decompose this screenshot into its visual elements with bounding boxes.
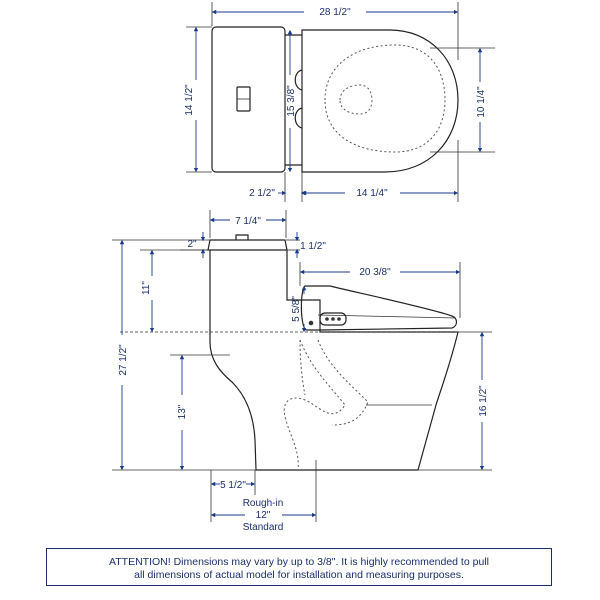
dim-overall-width: 28 1/2": [319, 7, 351, 18]
toilet-body-outline: [209, 250, 459, 471]
attention-notice: ATTENTION! Dimensions may vary by up to …: [46, 548, 552, 586]
dim-tank-depth: 14 1/2": [184, 84, 195, 116]
dim-outlet-height: 13": [177, 404, 188, 419]
bowl-dotted-outline: [324, 44, 446, 153]
trapway-dotted: [283, 339, 346, 471]
rough-in-value: 12": [256, 510, 271, 521]
notice-line-2: all dimensions of actual model for insta…: [134, 569, 464, 581]
top-view: 28 1/2" 14 1/2" 15 3/8" 10 1/4" 2 1/2" 1…: [184, 2, 495, 202]
flush-button-side-icon: [235, 234, 249, 240]
dim-seat-length: 20 3/8": [359, 267, 391, 278]
dim-seat-height: 5 5/8": [291, 296, 302, 322]
tank-top-outline: [211, 26, 286, 173]
rough-in-standard: Standard: [243, 522, 284, 533]
dim-button-height: 1 1/2": [300, 241, 326, 252]
dim-lid-height: 2": [187, 239, 197, 250]
tank-lid-outline: [207, 239, 288, 251]
seat-top-outline: [301, 29, 459, 173]
flush-button-icon: [236, 86, 251, 112]
side-view: 7 1/4" 2" 1 1/2" 11" 20 3/8" 5 5/8": [112, 210, 492, 533]
notice-line-1: ATTENTION! Dimensions may vary by up to …: [109, 556, 489, 568]
dim-seat-width: 15 3/8": [286, 85, 297, 117]
dim-tank-gap: 2 1/2": [249, 188, 275, 199]
dim-tank-front: 7 1/4": [235, 216, 261, 227]
drain-icon: [339, 84, 373, 115]
seat-side-outline: [300, 285, 458, 331]
dim-bowl-inner-width: 10 1/4": [476, 86, 487, 118]
dim-bowl-height: 16 1/2": [478, 385, 489, 417]
dim-rear-offset: 5 1/2": [220, 480, 246, 491]
dim-total-height: 27 1/2": [118, 344, 129, 376]
dim-tank-height: 11": [141, 281, 152, 295]
rough-in-label: Rough-in: [243, 498, 284, 509]
control-panel-icon: [319, 312, 347, 326]
dim-bowl-length: 14 1/4": [356, 188, 388, 199]
seat-button-icon: [308, 320, 314, 326]
